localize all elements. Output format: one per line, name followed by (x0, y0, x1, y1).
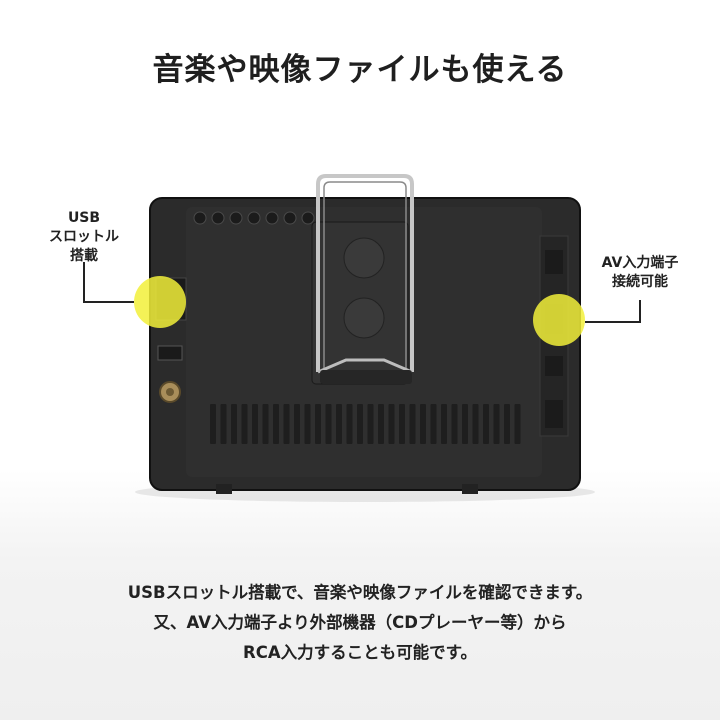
vent-slot (430, 404, 437, 444)
speaker-grille-top (343, 237, 385, 279)
usb-callout-line: スロットル (49, 229, 119, 245)
usb-highlight (134, 276, 186, 328)
vent-slot (367, 404, 374, 444)
vent-slot (388, 404, 395, 444)
device-foot-left (216, 484, 232, 494)
vent-slot (504, 404, 510, 444)
av-callout-line: AV入力端子 (601, 255, 679, 271)
vent-slot (273, 404, 279, 444)
top-button (229, 211, 243, 225)
vent-slot (315, 404, 321, 444)
av-callout-line: 接続可能 (612, 274, 668, 290)
av-port-4 (545, 400, 563, 428)
headline: 音楽や映像ファイルも使える (152, 52, 568, 88)
top-button (283, 211, 297, 225)
metal-handle (316, 174, 414, 372)
vent-slot (399, 404, 405, 444)
caption-line: USBスロットル搭載で、音楽や映像ファイルを確認できます。 (127, 583, 593, 602)
av-highlight (533, 294, 585, 346)
vent-slot (210, 404, 216, 444)
vent-slot (409, 404, 416, 444)
vent-slot (451, 404, 458, 444)
vent-slot (325, 404, 332, 444)
vent-slot (346, 404, 353, 444)
caption-line: RCA入力することも可能です。 (243, 643, 477, 662)
device-foot-right (462, 484, 478, 494)
caption: USBスロットル搭載で、音楽や映像ファイルを確認できます。 又、AV入力端子より… (0, 578, 720, 668)
side-port (157, 345, 183, 361)
av-port-3 (545, 356, 563, 376)
vent-slot (441, 404, 447, 444)
vent-slot (378, 404, 384, 444)
vent-slot (231, 404, 237, 444)
top-button (301, 211, 315, 225)
handle-mount (320, 370, 412, 384)
vent-slot (283, 404, 290, 444)
vent-slot (472, 404, 479, 444)
top-button (193, 211, 207, 225)
vent-slot (483, 404, 489, 444)
antenna-connector-core (166, 388, 174, 396)
vent-slot (262, 404, 269, 444)
vent-slot (336, 404, 342, 444)
usb-callout-line: 搭載 (70, 248, 98, 264)
speaker-grille-bottom (343, 297, 385, 339)
av-port-1 (545, 250, 563, 274)
vent-slot (252, 404, 258, 444)
button-row (193, 211, 315, 225)
top-button (247, 211, 261, 225)
vent-slot (357, 404, 363, 444)
caption-line: 又、AV入力端子より外部機器（CDプレーヤー等）から (153, 613, 567, 632)
vent-slot (241, 404, 248, 444)
vent-slot (493, 404, 500, 444)
av-leader-line (585, 300, 641, 323)
top-button (211, 211, 225, 225)
vent-slot (220, 404, 227, 444)
top-button (265, 211, 279, 225)
vent-slot (294, 404, 300, 444)
vent-slot (462, 404, 468, 444)
vent-slot (304, 404, 311, 444)
usb-callout-label: USB スロットル 搭載 (34, 209, 134, 266)
handle-hinge (317, 358, 413, 374)
vent-slots (210, 404, 521, 444)
usb-leader-line (83, 262, 134, 303)
vent-slot (514, 404, 521, 444)
vent-slot (420, 404, 426, 444)
usb-callout-line: USB (67, 210, 101, 226)
av-callout-label: AV入力端子 接続可能 (580, 254, 700, 292)
metal-handle-inner (323, 181, 407, 368)
